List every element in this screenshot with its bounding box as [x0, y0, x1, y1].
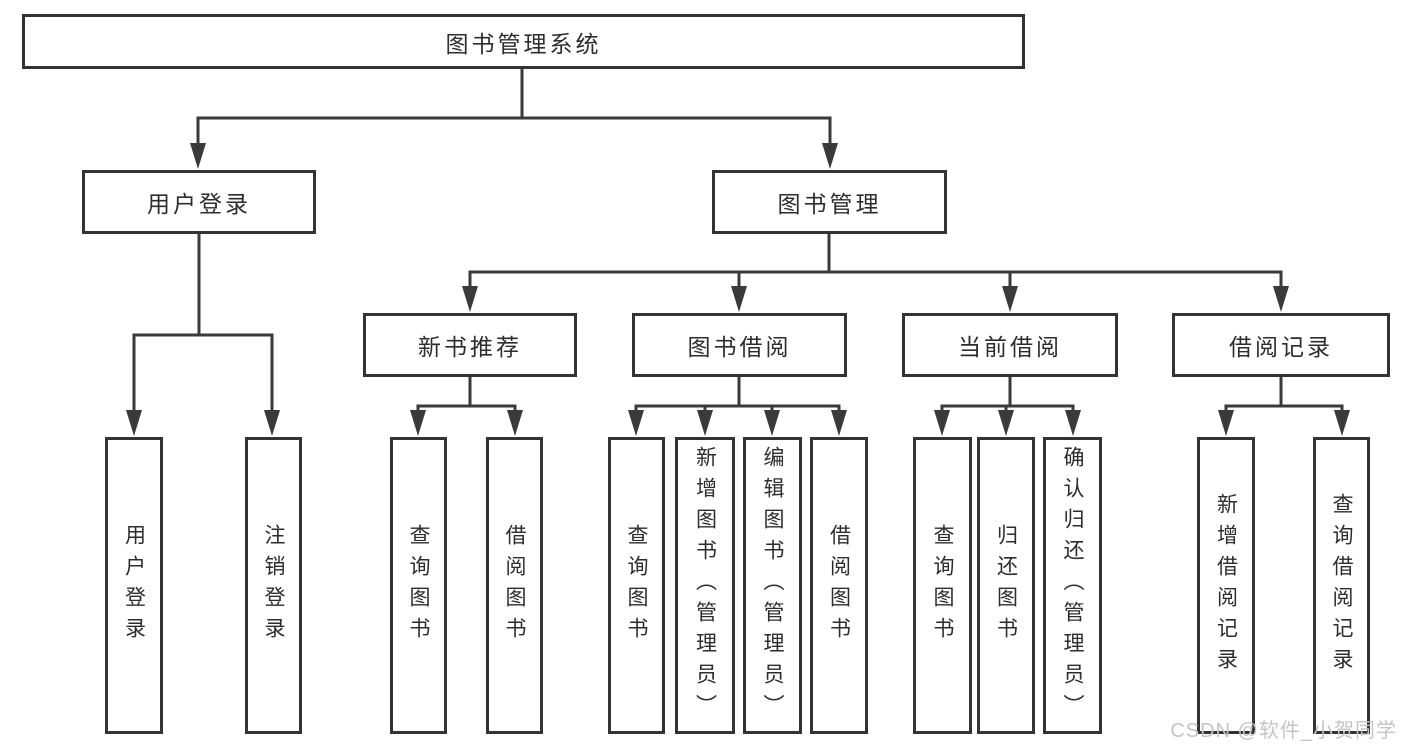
leaf-borrow-books-recommend: 借阅图书 [486, 437, 543, 734]
node-current-borrow: 当前借阅 [902, 313, 1118, 377]
leaf-add-book-admin: 新增图书（管理员） [675, 437, 735, 734]
leaf-label: 借阅图书 [827, 523, 851, 648]
leaf-label: 查询借阅记录 [1330, 492, 1353, 679]
leaf-add-borrow-record: 新增借阅记录 [1197, 437, 1255, 734]
node-new-book-recommend: 新书推荐 [363, 313, 577, 377]
leaf-label: 编辑图书（管理员） [761, 446, 784, 725]
node-label: 当前借阅 [958, 334, 1062, 360]
node-label: 用户登录 [147, 191, 251, 217]
leaf-user-login: 用户登录 [105, 437, 163, 734]
leaf-label: 注销登录 [262, 523, 285, 648]
leaf-query-borrow-record: 查询借阅记录 [1313, 437, 1370, 734]
leaf-edit-book-admin: 编辑图书（管理员） [743, 437, 802, 734]
node-user-login: 用户登录 [82, 170, 316, 234]
leaf-query-books-borrow: 查询图书 [608, 437, 665, 734]
node-book-borrow: 图书借阅 [632, 313, 847, 377]
leaf-label: 确认归还（管理员） [1061, 446, 1084, 725]
leaf-logout: 注销登录 [245, 437, 302, 734]
node-label: 图书借阅 [687, 334, 792, 360]
csdn-watermark: CSDN @软件_小贺同学 [1170, 720, 1397, 742]
arrowheads [126, 143, 1350, 436]
leaf-confirm-return-admin: 确认归还（管理员） [1043, 437, 1102, 734]
leaf-borrow-books: 借阅图书 [810, 437, 868, 734]
node-label: 新书推荐 [418, 334, 522, 360]
node-book-management: 图书管理 [712, 170, 947, 234]
node-label: 图书管理系统 [445, 30, 602, 57]
leaf-label: 用户登录 [122, 523, 146, 648]
node-library-management-system: 图书管理系统 [22, 14, 1025, 69]
leaf-label: 查询图书 [931, 523, 954, 648]
node-label: 图书管理 [777, 191, 882, 217]
leaf-query-books-recommend: 查询图书 [390, 437, 447, 734]
leaf-label: 归还图书 [994, 523, 1018, 648]
leaf-query-books-current: 查询图书 [913, 437, 972, 734]
leaf-label: 新增图书（管理员） [693, 446, 717, 725]
node-label: 借阅记录 [1229, 334, 1333, 360]
leaf-label: 查询图书 [407, 523, 430, 648]
node-borrow-records: 借阅记录 [1172, 313, 1390, 377]
leaf-label: 新增借阅记录 [1214, 492, 1238, 679]
leaf-return-book: 归还图书 [977, 437, 1035, 734]
leaf-label: 查询图书 [625, 523, 648, 648]
leaf-label: 借阅图书 [503, 523, 526, 648]
